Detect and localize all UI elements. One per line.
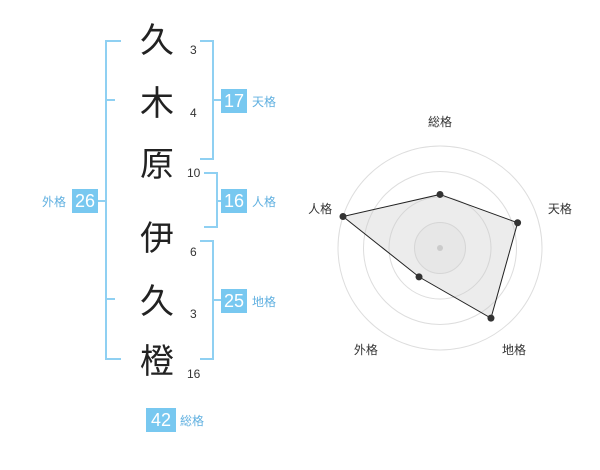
surname-char-1: 久 [140, 21, 174, 61]
gaikaku-bracket-tick [105, 298, 115, 300]
given-char-3-strokes: 16 [187, 367, 201, 381]
given-char-2-strokes: 3 [190, 307, 197, 321]
gaikaku-label: 外格 [42, 195, 67, 209]
radar-series-polygon [341, 193, 519, 319]
chikaku-bracket-tick [214, 299, 222, 301]
soukaku-label: 総格 [180, 414, 205, 428]
radar-point [415, 273, 423, 281]
given-char-1: 伊 [140, 219, 174, 259]
radar-axis-label: 天格 [548, 201, 572, 216]
surname-char-2: 木 [140, 84, 174, 124]
surname-char-3-strokes: 10 [187, 166, 201, 180]
radar-ring [337, 145, 543, 351]
jinkaku-bracket-tick [218, 200, 222, 202]
jinkaku-label: 人格 [252, 195, 277, 209]
surname-char-3: 原 [140, 145, 174, 185]
surname-char-2-strokes: 4 [190, 106, 197, 120]
radar-point [436, 190, 444, 198]
tenkaku-badge: 17 [221, 89, 247, 113]
radar-ring [363, 171, 517, 325]
radar-point [487, 314, 495, 322]
tenkaku-bracket-tick [214, 99, 222, 101]
radar-axis-label: 地格 [502, 342, 526, 357]
gaikaku-bracket-tick [105, 99, 115, 101]
radar-point [514, 219, 522, 227]
radar-axis-label: 総格 [428, 114, 452, 129]
radar-axis-label: 外格 [354, 342, 378, 357]
given-char-1-strokes: 6 [190, 245, 197, 259]
radar-point [339, 212, 347, 220]
tenkaku-label: 天格 [252, 95, 277, 109]
chikaku-bracket [200, 240, 214, 360]
gaikaku-bracket [105, 40, 121, 360]
surname-char-1-strokes: 3 [190, 43, 197, 57]
gaikaku-badge: 26 [72, 189, 98, 213]
tenkaku-bracket [200, 40, 214, 160]
chikaku-badge: 25 [221, 289, 247, 313]
gaikaku-bracket-tick [95, 200, 105, 202]
chikaku-label: 地格 [252, 295, 277, 309]
soukaku-badge: 42 [146, 408, 176, 432]
radar-center [437, 245, 443, 251]
radar-axis-label: 人格 [308, 201, 332, 216]
given-char-3: 橙 [140, 342, 174, 382]
jinkaku-bracket [204, 172, 218, 228]
jinkaku-badge: 16 [221, 189, 247, 213]
given-char-2: 久 [140, 282, 174, 322]
